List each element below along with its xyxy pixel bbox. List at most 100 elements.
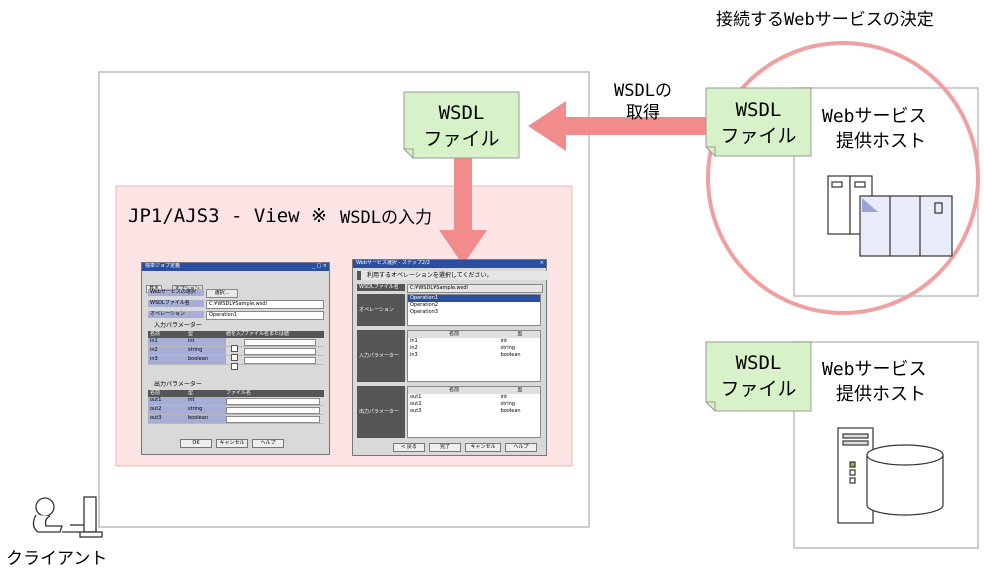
output-params-header: 名前 型 ファイル名 <box>148 390 324 397</box>
row-name: in3 <box>410 352 418 358</box>
operation-field[interactable]: Operation1 <box>206 311 324 320</box>
instruction-text: 利用するオペレーションを選択してください。 <box>357 271 550 280</box>
input-params-header: 名前 型 値を入力 ファイル名または値 <box>148 331 324 338</box>
output-header-type: 型 <box>188 390 194 396</box>
param-header-type: 型 <box>517 387 523 393</box>
list-item[interactable]: Operation3 <box>410 309 439 315</box>
param-header-name: 名前 <box>448 387 459 393</box>
enter-checkbox[interactable] <box>226 338 244 352</box>
table-row[interactable]: in3 boolean <box>408 352 540 359</box>
row-type: boolean <box>188 356 226 364</box>
wsdl-file-host1-line2: ファイル <box>720 125 797 147</box>
service-cancel-button[interactable]: キャンセル <box>465 443 501 452</box>
host2-label-line2: 提供ホスト <box>836 384 926 405</box>
wsdl-doc-shape-host2 <box>705 341 812 412</box>
acquire-label-line1: WSDLの <box>614 81 672 101</box>
wsdl-file-host1-line1: WSDL <box>735 99 782 121</box>
wsdl-file-client-line2: ファイル <box>423 128 500 150</box>
service-input-label: 入力パラメーター <box>357 330 405 382</box>
table-row[interactable]: in3 boolean <box>148 356 324 370</box>
wsdl-file-field[interactable]: C:¥WSDL¥Sample.wsdl <box>206 300 324 309</box>
value-field[interactable] <box>244 357 316 364</box>
list-item[interactable]: Operation2 <box>410 302 439 308</box>
selection-circle <box>706 41 980 315</box>
job-dialog-close-icon[interactable]: _ □ × <box>312 263 327 269</box>
enter-checkbox[interactable] <box>226 347 244 361</box>
wsdl-file-client-line1: WSDL <box>438 102 485 124</box>
table-row[interactable]: out2 string <box>148 406 324 415</box>
row-type: int <box>500 394 508 400</box>
wsdl-file-host1: WSDL ファイル <box>706 97 811 149</box>
input-arrow <box>439 156 487 265</box>
service-dialog-close-icon[interactable]: × <box>539 260 544 266</box>
service-wsdl-field[interactable]: C:¥WSDL¥Sample.wsdl <box>407 284 543 293</box>
input-params-table: 名前 型 値を入力 ファイル名または値 in1 int in2 string i… <box>148 331 324 370</box>
client-label: クライアント <box>6 549 108 569</box>
row-type: int <box>500 338 508 344</box>
job-dialog-title: 標準ジョブ定義 <box>145 263 181 269</box>
service-wsdl-label: WSDLファイル名 <box>357 284 405 291</box>
browse-button[interactable]: 選択... <box>206 289 238 298</box>
table-row[interactable]: out1 int <box>148 397 324 406</box>
job-dialog-titlebar: 標準ジョブ定義 _ □ × <box>142 263 329 271</box>
file-field[interactable] <box>226 398 320 405</box>
host1-label-line2: 提供ホスト <box>836 131 926 152</box>
value-field[interactable] <box>244 348 316 355</box>
row-name: out1 <box>410 394 422 400</box>
enter-checkbox[interactable] <box>226 356 244 370</box>
host2-label: Webサービス 提供ホスト <box>822 357 927 407</box>
row-type: int <box>188 338 226 346</box>
table-row[interactable]: in1 int <box>148 338 324 352</box>
finish-button[interactable]: 完了 <box>429 443 461 452</box>
service-help-button[interactable]: ヘルプ <box>505 443 537 452</box>
table-row[interactable]: out3 boolean <box>148 415 324 424</box>
cancel-button[interactable]: キャンセル <box>216 439 248 448</box>
row-type: boolean <box>500 352 521 358</box>
wsdl-file-host2-line1: WSDL <box>735 352 782 374</box>
row-type: string <box>500 401 515 407</box>
wsdl-file-host2: WSDL ファイル <box>706 350 811 402</box>
file-field[interactable] <box>226 416 320 423</box>
wsdl-file-label: WSDLファイル名 <box>148 300 204 307</box>
service-dialog-buttons: < 戻る 完了 キャンセル ヘルプ <box>393 443 537 452</box>
row-name: out3 <box>410 408 422 414</box>
output-header-file: ファイル名 <box>226 390 252 396</box>
service-dialog-titlebar: Webサービス選択 - ステップ2/2 × <box>353 260 546 268</box>
server-db-icon <box>837 427 944 524</box>
service-operation-label: オペレーション <box>357 294 405 326</box>
table-row[interactable]: out1 int <box>408 394 540 401</box>
row-type: string <box>188 406 226 414</box>
input-header-type: 型 <box>188 331 194 337</box>
row-type: string <box>188 347 226 355</box>
row-name: in3 <box>148 356 188 364</box>
input-params-heading: 入力パラメーター <box>154 322 202 329</box>
file-field[interactable] <box>226 407 320 414</box>
table-row[interactable]: in1 int <box>408 338 540 345</box>
host2-label-line1: Webサービス <box>822 359 927 380</box>
top-caption: 接続するWebサービスの決定 <box>716 10 934 30</box>
output-params-heading: 出力パラメーター <box>154 381 202 388</box>
row-name: in2 <box>148 347 188 355</box>
service-dialog-title: Webサービス選択 - ステップ2/2 <box>356 260 430 266</box>
service-output-label: 出力パラメーター <box>357 386 405 438</box>
service-output-header: 名前 型 <box>408 387 540 394</box>
service-select-dialog: Webサービス選択 - ステップ2/2 × 利用するオペレーションを選択してくだ… <box>352 259 550 456</box>
operation-list[interactable]: Operation1 Operation2 Operation3 <box>407 294 541 326</box>
ok-button[interactable]: OK <box>180 439 212 448</box>
row-type: int <box>188 397 226 405</box>
value-field[interactable] <box>244 339 316 346</box>
app-title: JP1/AJS3 - View ※ <box>128 205 327 227</box>
host1-label: Webサービス 提供ホスト <box>822 104 927 154</box>
table-row[interactable]: in2 string <box>148 347 324 361</box>
back-button[interactable]: < 戻る <box>393 443 425 452</box>
help-button[interactable]: ヘルプ <box>252 439 284 448</box>
wsdl-file-client: WSDL ファイル <box>404 100 519 152</box>
service-input-header: 名前 型 <box>408 331 540 338</box>
row-name: in1 <box>410 338 418 344</box>
list-item[interactable]: Operation1 <box>408 295 540 302</box>
server-rack-icon <box>827 175 953 257</box>
